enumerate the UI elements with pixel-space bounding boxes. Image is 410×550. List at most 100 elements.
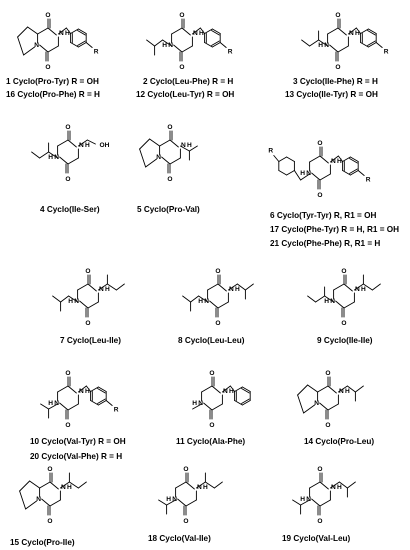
bond: [337, 45, 349, 53]
bond: [227, 283, 238, 291]
bond: [367, 42, 377, 48]
bond: [360, 28, 369, 34]
aromatic-bond: [367, 40, 376, 46]
bond: [48, 151, 59, 159]
bond: [139, 148, 147, 168]
nitrogen-atom: N: [54, 400, 59, 407]
bond: [319, 155, 329, 164]
bond: [39, 44, 49, 53]
bond: [67, 385, 77, 394]
bond: [204, 42, 213, 48]
bond: [70, 28, 79, 34]
compound-caption: 5 Cyclo(Pro-Val): [137, 205, 200, 214]
aromatic-bond: [97, 398, 106, 404]
bond: [211, 403, 223, 411]
bond: [297, 384, 309, 396]
nitrogen-atom: N: [156, 154, 161, 161]
nitrogen-atom: N: [79, 142, 84, 149]
bond: [199, 27, 206, 34]
nitrogen-atom: N: [314, 400, 319, 407]
bond: [57, 27, 67, 35]
hydrogen-atom: H: [300, 170, 305, 177]
bond: [19, 490, 27, 510]
hydrogen-atom: H: [48, 154, 53, 161]
oxygen-atom: O: [209, 370, 214, 377]
bond: [27, 26, 39, 35]
bond: [319, 481, 329, 490]
bond: [278, 170, 288, 176]
bond: [173, 44, 183, 53]
bond: [343, 283, 353, 292]
bond: [67, 157, 79, 165]
bond: [97, 386, 107, 392]
nitrogen-atom: N: [197, 484, 202, 491]
hydrogen-atom: H: [355, 30, 360, 37]
r-group-label: R: [366, 177, 371, 184]
bond: [17, 36, 25, 56]
compound-caption: 17 Cyclo(Phe-Tyr) R = H, R1 = OH: [270, 225, 399, 234]
nitrogen-atom: N: [349, 30, 354, 37]
bond: [70, 42, 79, 48]
compound-caption: 6 Cyclo(Tyr-Tyr) R, R1 = OH: [270, 211, 376, 220]
oxygen-atom: O: [209, 422, 214, 429]
bond: [324, 295, 335, 303]
hydrogen-atom: H: [192, 400, 197, 407]
compound-caption: 4 Cyclo(Ile-Ser): [40, 205, 100, 214]
oxygen-atom: O: [317, 192, 322, 199]
bond: [309, 39, 320, 47]
r-group-label: R: [268, 148, 273, 155]
oxygen-atom: O: [65, 124, 70, 131]
bond: [159, 139, 171, 147]
bond: [286, 170, 295, 176]
bond: [52, 295, 62, 303]
oxygen-atom: O: [317, 140, 322, 147]
bond: [319, 499, 331, 507]
bond: [177, 498, 187, 507]
bond: [59, 481, 70, 489]
bond: [211, 385, 221, 394]
bond: [273, 155, 280, 162]
hydrogen-atom: H: [345, 388, 350, 395]
bond: [300, 173, 311, 181]
nitrogen-atom: N: [331, 158, 336, 165]
aromatic-bond: [97, 388, 106, 394]
bond: [59, 156, 69, 165]
oxygen-atom: O: [341, 320, 346, 327]
bond: [335, 300, 345, 309]
bond: [87, 301, 99, 309]
hydrogen-atom: H: [85, 142, 90, 149]
compound-caption: 16 Cyclo(Pro-Phe) R = H: [6, 90, 100, 99]
bond: [353, 283, 364, 291]
compound-caption: 1 Cyclo(Pro-Tyr) R = OH: [6, 77, 99, 86]
bond: [161, 156, 171, 165]
bond: [362, 283, 373, 291]
bond: [357, 170, 365, 176]
bond: [39, 151, 50, 159]
oxygen-atom: O: [179, 64, 184, 71]
nitrogen-atom: N: [59, 30, 64, 37]
bond: [154, 39, 164, 47]
nitrogen-atom: N: [331, 484, 336, 491]
bond: [337, 27, 347, 36]
bond: [105, 400, 113, 406]
nitrogen-atom: N: [172, 496, 177, 503]
r-group-label: R: [114, 407, 119, 414]
bond: [47, 45, 59, 53]
oxygen-atom: O: [317, 466, 322, 473]
compound-caption: 18 Cyclo(Val-Ile): [148, 534, 211, 543]
nitrogen-atom: N: [36, 496, 41, 503]
compound-caption: 15 Cyclo(Pro-Ile): [10, 538, 75, 547]
compound-caption: 3 Cyclo(Ile-Phe) R = H: [293, 77, 378, 86]
bond: [19, 480, 31, 492]
hydrogen-atom: H: [187, 142, 192, 149]
bond: [47, 27, 57, 36]
bond: [203, 402, 213, 411]
oxygen-atom: O: [47, 518, 52, 525]
hydrogen-atom: H: [48, 400, 53, 407]
bond: [60, 295, 70, 303]
